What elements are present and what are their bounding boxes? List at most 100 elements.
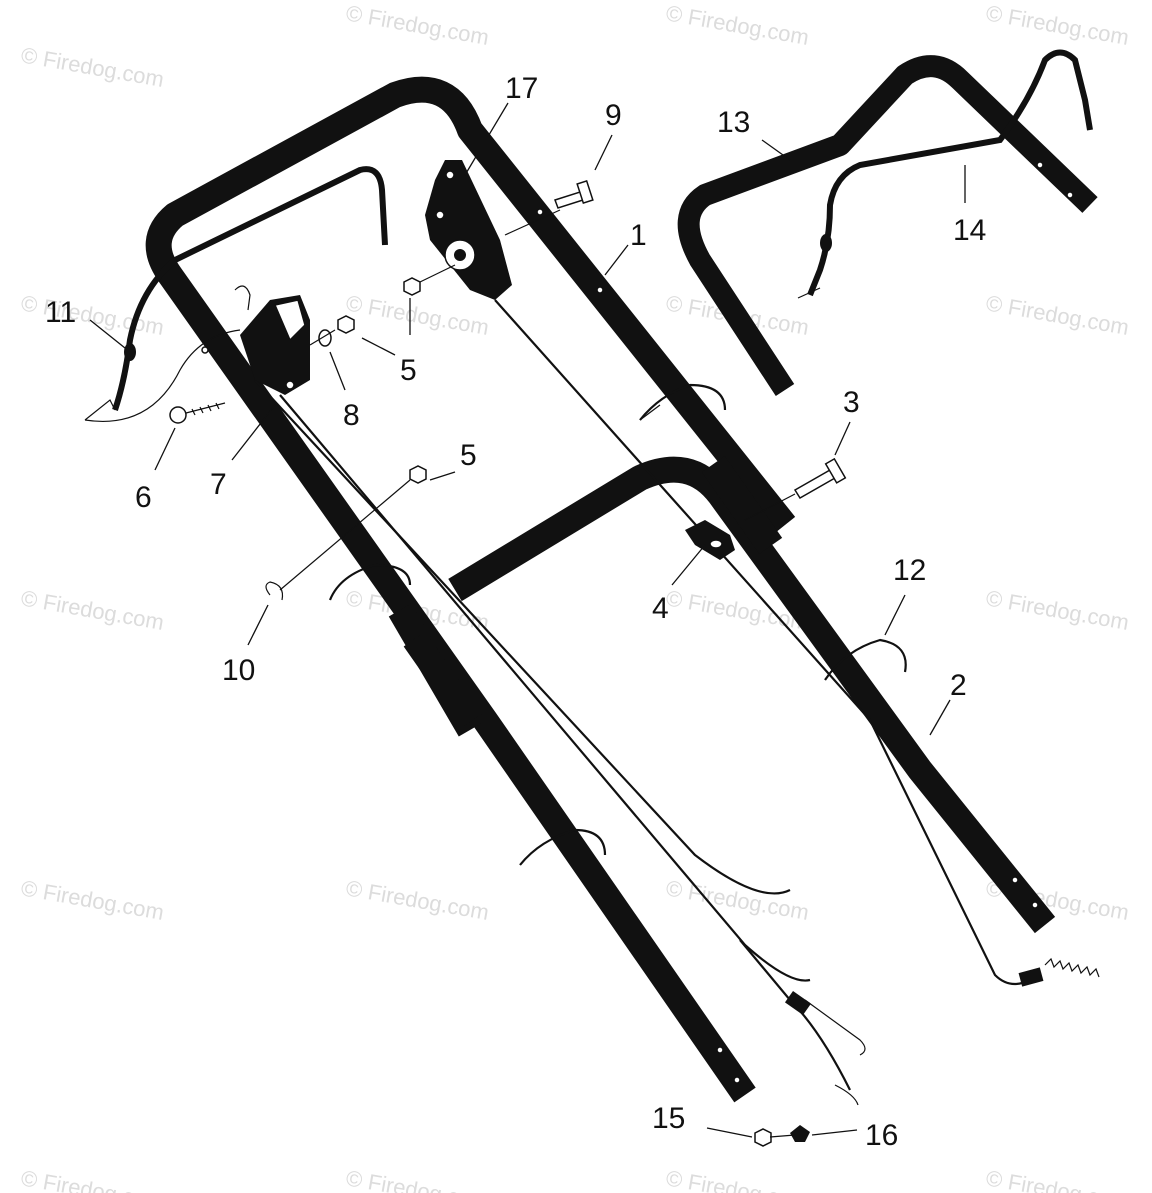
cable-clip <box>824 638 907 681</box>
alt-handle-tube <box>677 55 1098 397</box>
upper-handle-hole <box>596 286 604 294</box>
lower-handle-hole <box>1031 901 1039 909</box>
screw-head <box>169 406 187 424</box>
cable-guide <box>685 520 735 560</box>
brake-cable <box>494 299 1031 986</box>
bail-lever-tip <box>84 399 116 421</box>
connector-line <box>419 264 456 283</box>
watermark: © Firedog.com <box>664 0 811 50</box>
leader-15 <box>706 1127 753 1138</box>
bolt <box>554 191 584 209</box>
hairpin-clip <box>265 581 284 601</box>
control-lever-pivot <box>285 380 295 390</box>
bail-arc <box>84 329 241 422</box>
callout-16: 16 <box>865 1119 898 1152</box>
callout-labels: 1 2 3 4 5 5 6 7 8 9 10 11 12 13 14 15 16… <box>45 72 986 1152</box>
leader-5a <box>361 337 396 356</box>
upper-handle <box>145 76 796 1103</box>
leader-2 <box>929 699 951 736</box>
callout-5a: 5 <box>400 354 417 387</box>
watermark: © Firedog.com <box>984 585 1131 635</box>
cable-guide-hole <box>709 539 723 549</box>
watermark: © Firedog.com <box>19 875 166 925</box>
cable-end <box>804 999 866 1056</box>
leader-5b <box>429 471 456 481</box>
connector-line <box>279 479 411 591</box>
handle-bracket <box>403 631 483 729</box>
cables <box>254 299 1100 1106</box>
bail-lever <box>84 166 388 422</box>
leader-4 <box>671 544 706 586</box>
cable-clip-tail <box>639 404 661 421</box>
callout-4: 4 <box>652 592 669 625</box>
alt-handle-hole <box>1066 191 1074 199</box>
screw-15 <box>754 1128 772 1147</box>
cable-clips <box>328 383 907 866</box>
watermark: © Firedog.com <box>344 875 491 925</box>
callout-14: 14 <box>953 214 986 247</box>
leader-17 <box>464 102 509 176</box>
upper-handle-hole <box>536 208 544 216</box>
throttle-cable <box>254 379 791 895</box>
watermark: © Firedog.com <box>19 1165 166 1193</box>
callout-10: 10 <box>222 654 255 687</box>
callout-6: 6 <box>135 481 152 514</box>
callout-8: 8 <box>343 399 360 432</box>
bail-lever-rod <box>112 166 388 411</box>
control-assembly <box>169 285 355 424</box>
brake-bracket-hub <box>454 249 466 261</box>
leader-12 <box>884 594 906 636</box>
upper-handle-hole <box>733 1076 741 1084</box>
watermark: © Firedog.com <box>344 290 491 340</box>
brake-bracket-hole <box>435 210 445 220</box>
watermark: © Firedog.com <box>984 0 1131 50</box>
lower-fasteners <box>265 465 427 601</box>
callout-5b: 5 <box>460 439 477 472</box>
callout-15: 15 <box>652 1102 685 1135</box>
cable-clip <box>328 563 412 601</box>
leader-6 <box>154 427 176 471</box>
alternate-handle <box>677 49 1098 397</box>
connector-line <box>769 1134 796 1138</box>
callout-2: 2 <box>950 669 967 702</box>
leader-3 <box>834 421 851 456</box>
lower-handle <box>388 456 1056 934</box>
screw-thread <box>185 402 226 416</box>
bolt-3 <box>744 457 847 521</box>
cable-end <box>739 939 851 1091</box>
brake-control <box>403 160 594 300</box>
watermark: © Firedog.com <box>984 290 1131 340</box>
connector-line <box>309 329 336 346</box>
leader-7 <box>231 404 276 461</box>
callout-7: 7 <box>210 468 227 501</box>
clip-16 <box>790 1125 810 1142</box>
watermarks: © Firedog.com © Firedog.com © Firedog.co… <box>19 0 1131 1193</box>
callout-9: 9 <box>605 99 622 132</box>
alt-bail-tip <box>797 287 821 299</box>
cable-ferrule <box>784 990 812 1016</box>
hex-nut <box>409 465 427 484</box>
hex-nut <box>403 277 421 296</box>
leader-13 <box>761 139 791 161</box>
leader-8 <box>329 351 346 391</box>
clip-wire <box>234 285 251 311</box>
cable-clip <box>639 383 727 421</box>
leader-16 <box>811 1129 858 1136</box>
upper-handle-hole <box>201 346 209 354</box>
leader-10 <box>247 604 269 646</box>
connector-line <box>744 493 796 521</box>
callout-17: 17 <box>505 72 538 105</box>
control-lever-face <box>273 299 306 342</box>
leader-lines <box>89 102 966 1138</box>
bolt-head <box>576 179 594 205</box>
bolt <box>793 468 837 500</box>
callout-1: 1 <box>630 219 647 252</box>
watermark: © Firedog.com <box>344 0 491 50</box>
alt-bail-grommet <box>820 234 832 252</box>
callout-13: 13 <box>717 106 750 139</box>
leader-9 <box>594 134 613 171</box>
cable-clip <box>519 828 607 866</box>
handle-bracket <box>701 456 783 554</box>
leader-1 <box>604 244 629 276</box>
